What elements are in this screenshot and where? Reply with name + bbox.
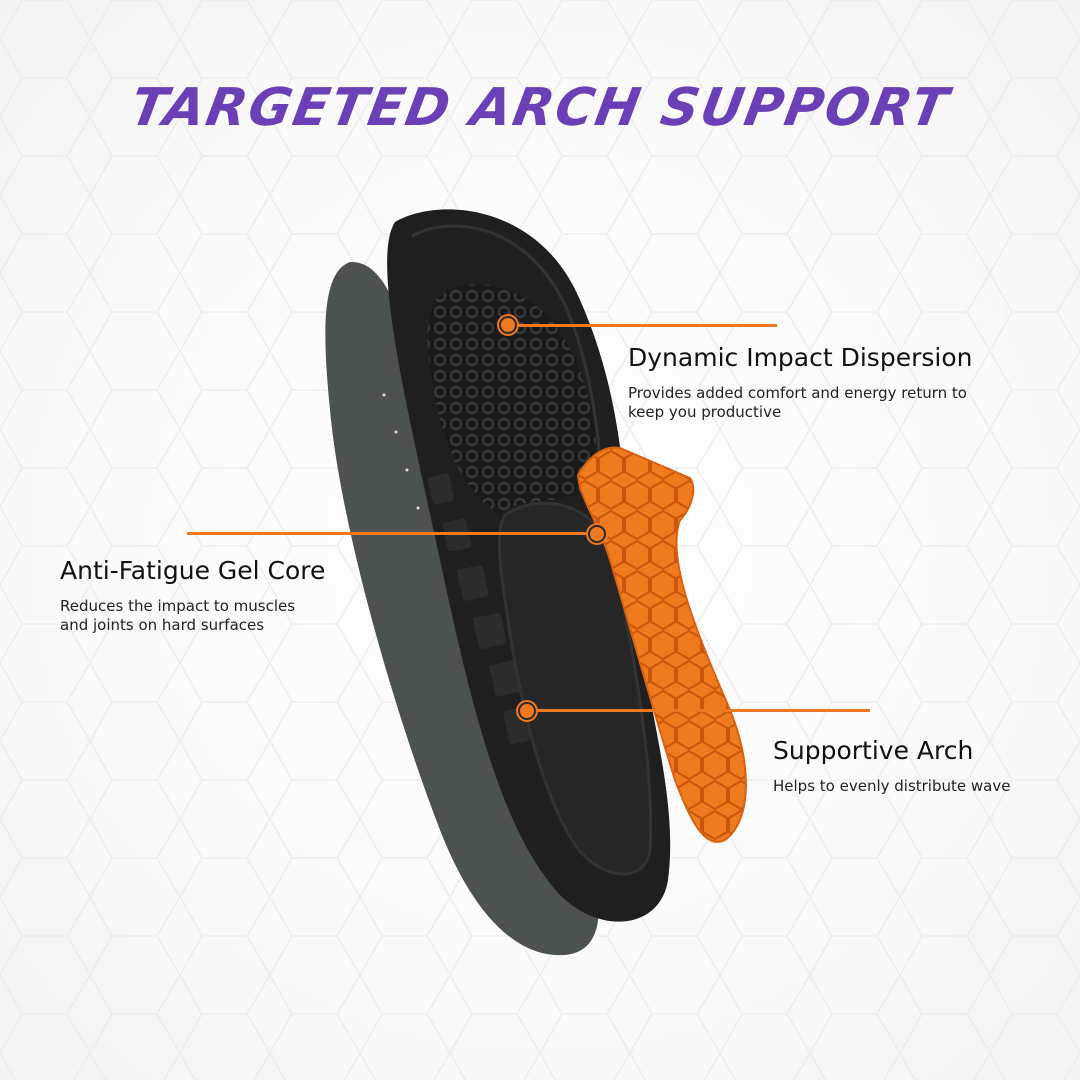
feature-title: Dynamic Impact Dispersion <box>628 343 973 372</box>
gel-core-area <box>427 284 597 515</box>
callout-dot-supportive-arch <box>518 702 536 720</box>
feature-title: Supportive Arch <box>773 736 974 765</box>
callout-dot-dynamic-impact <box>499 316 517 334</box>
feature-description: Provides added comfort and energy return… <box>628 384 967 421</box>
feature-dynamic-impact-dispersion: Dynamic Impact Dispersion Provides added… <box>628 343 972 422</box>
feature-description: Reduces the impact to muscles and joints… <box>60 597 296 634</box>
callout-dot-gel-core <box>588 525 606 543</box>
feature-supportive-arch: Supportive Arch Helps to evenly distribu… <box>773 736 1010 796</box>
feature-anti-fatigue-gel-core: Anti-Fatigue Gel Core Reduces the impact… <box>60 556 325 635</box>
callout-line-dynamic-impact <box>507 324 777 327</box>
arch-insert <box>576 446 747 843</box>
callout-line-gel-core <box>187 532 597 535</box>
feature-description: Helps to evenly distribute wave <box>773 777 1011 795</box>
feature-title: Anti-Fatigue Gel Core <box>60 556 326 585</box>
callout-line-supportive-arch <box>526 709 870 712</box>
